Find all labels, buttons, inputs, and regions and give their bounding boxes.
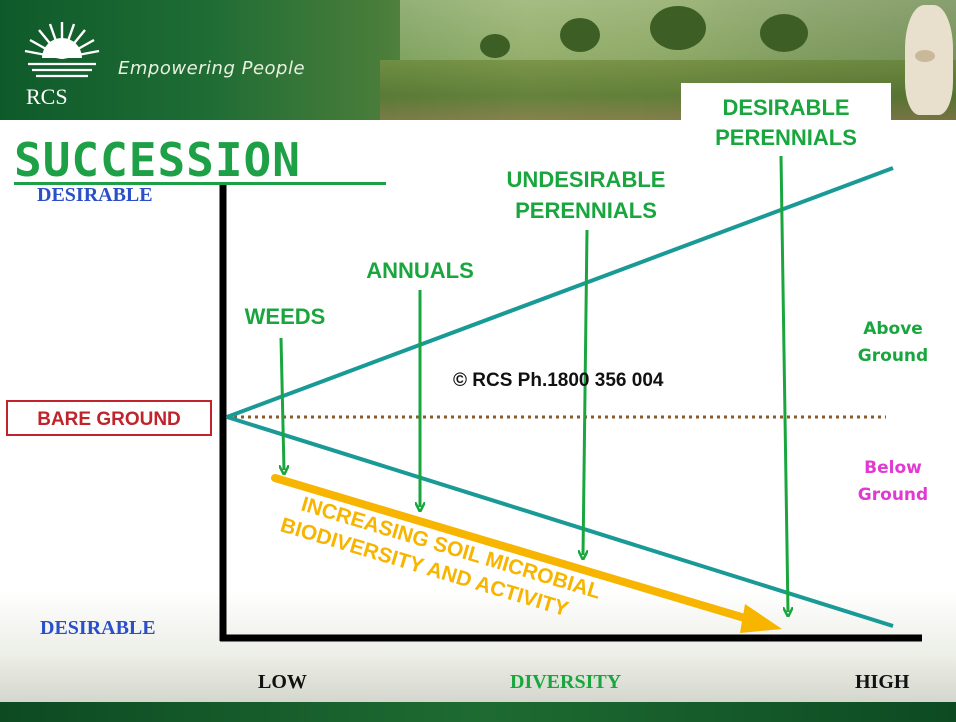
tree-decoration xyxy=(480,34,510,58)
logo-text: RCS xyxy=(26,84,68,109)
below-ground-label: Below Ground xyxy=(857,458,929,505)
x-axis-low-label: LOW xyxy=(258,671,307,693)
stage-label-undesirable-perennials: UNDESIRABLE PERENNIALS xyxy=(506,167,666,223)
tagline: Empowering People xyxy=(118,58,306,79)
tree-decoration xyxy=(760,14,808,52)
rcs-sun-logo-icon xyxy=(24,22,100,78)
x-axis-title: DIVERSITY xyxy=(510,671,622,693)
stage-label-annuals: ANNUALS xyxy=(366,258,474,283)
slide-title: SUCCESSION xyxy=(14,133,301,187)
copyright-text: © RCS Ph.1800 356 004 xyxy=(453,370,664,391)
above-ground-label: Above Ground xyxy=(857,319,929,366)
y-axis-top-label: DESIRABLE xyxy=(37,184,153,206)
sheep-ear xyxy=(915,50,935,62)
stage-label-weeds: WEEDS xyxy=(244,304,326,329)
stage-label-desirable-perennials: DESIRABLE PERENNIALS xyxy=(715,95,857,150)
y-axis-bottom-label: DESIRABLE xyxy=(40,617,156,639)
footer-photo-fade xyxy=(0,590,956,702)
microbial-trend-arrowhead xyxy=(740,604,782,633)
bare-ground-label: BARE GROUND xyxy=(6,400,212,436)
weeds-arrow xyxy=(281,337,284,470)
x-axis-high-label: HIGH xyxy=(855,671,910,693)
title-underline xyxy=(14,182,386,185)
below-ground-trend-line xyxy=(226,415,894,628)
header-banner: RCS Empowering People xyxy=(0,0,956,120)
desirable-perennials-arrow xyxy=(779,155,788,612)
desirable-perennials-box xyxy=(681,83,891,156)
undesirable-perennials-arrow xyxy=(583,229,589,555)
tree-decoration xyxy=(650,6,706,50)
tree-decoration xyxy=(560,18,600,52)
microbial-trend-arrow xyxy=(271,474,762,626)
footer-strip xyxy=(0,702,956,722)
